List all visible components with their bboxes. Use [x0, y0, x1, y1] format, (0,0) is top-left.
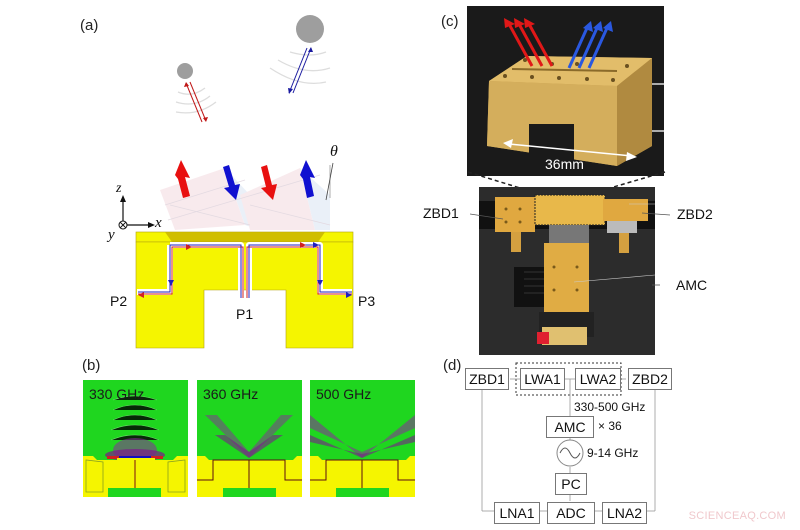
simulation-500ghz: 500 GHz [310, 380, 415, 497]
callout-zbd2: ZBD2 [677, 206, 713, 222]
panel-a-label: (a) [80, 17, 99, 34]
callout-zbd1: ZBD1 [423, 205, 459, 221]
callout-lines [470, 212, 671, 286]
theta-label: θ [330, 143, 338, 160]
block-lna1: LNA1 [494, 502, 540, 524]
block-adc: ADC [547, 502, 595, 524]
source-frequency-label: 9-14 GHz [587, 446, 639, 460]
band-label: 330-500 GHz [574, 400, 646, 414]
block-pc: PC [555, 473, 587, 495]
lwa-photo: 36mm [467, 6, 664, 176]
port-p3-label: P3 [358, 293, 376, 309]
simulation-500ghz-label: 500 GHz [316, 386, 372, 402]
axis-z-label: z [116, 181, 122, 196]
panel-d-label: (d) [443, 357, 462, 374]
block-lna2: LNA2 [602, 502, 647, 524]
simulation-330ghz-label: 330 GHz [89, 386, 145, 402]
simulation-330ghz: 330 GHz [83, 380, 188, 497]
axis-y-label: y [108, 227, 115, 243]
small-target-icon [175, 63, 217, 123]
large-target-icon [269, 15, 331, 94]
zoom-indicator-lines [467, 171, 666, 189]
multiplier-label: × 36 [598, 419, 622, 433]
block-diagram-wires [481, 362, 656, 512]
theta-angle-icon [325, 162, 334, 201]
callout-amc: AMC [676, 277, 708, 293]
dimension-arrow-icon [503, 139, 637, 161]
radiation-arrows [175, 160, 315, 200]
oscillator-icon [556, 439, 584, 467]
block-lwa1: LWA1 [520, 368, 565, 390]
panel-b-label: (b) [82, 357, 101, 374]
waveguide-body [135, 231, 354, 349]
module-photo [479, 187, 655, 355]
simulation-360ghz-label: 360 GHz [203, 386, 259, 402]
dimension-label: 36mm [545, 156, 584, 172]
block-amc: AMC [546, 416, 594, 438]
panel-a-diagram [118, 15, 354, 349]
block-zbd1: ZBD1 [465, 368, 509, 390]
block-zbd2: ZBD2 [628, 368, 672, 390]
axis-x-label: x [155, 215, 162, 231]
simulation-360ghz: 360 GHz [197, 380, 302, 497]
watermark: SCIENCEAQ.COM [688, 510, 786, 522]
coordinate-axes [118, 195, 155, 230]
panel-c-label: (c) [441, 13, 459, 30]
block-lwa2: LWA2 [575, 368, 621, 390]
port-p2-label: P2 [110, 293, 128, 309]
port-p1-label: P1 [236, 306, 254, 322]
